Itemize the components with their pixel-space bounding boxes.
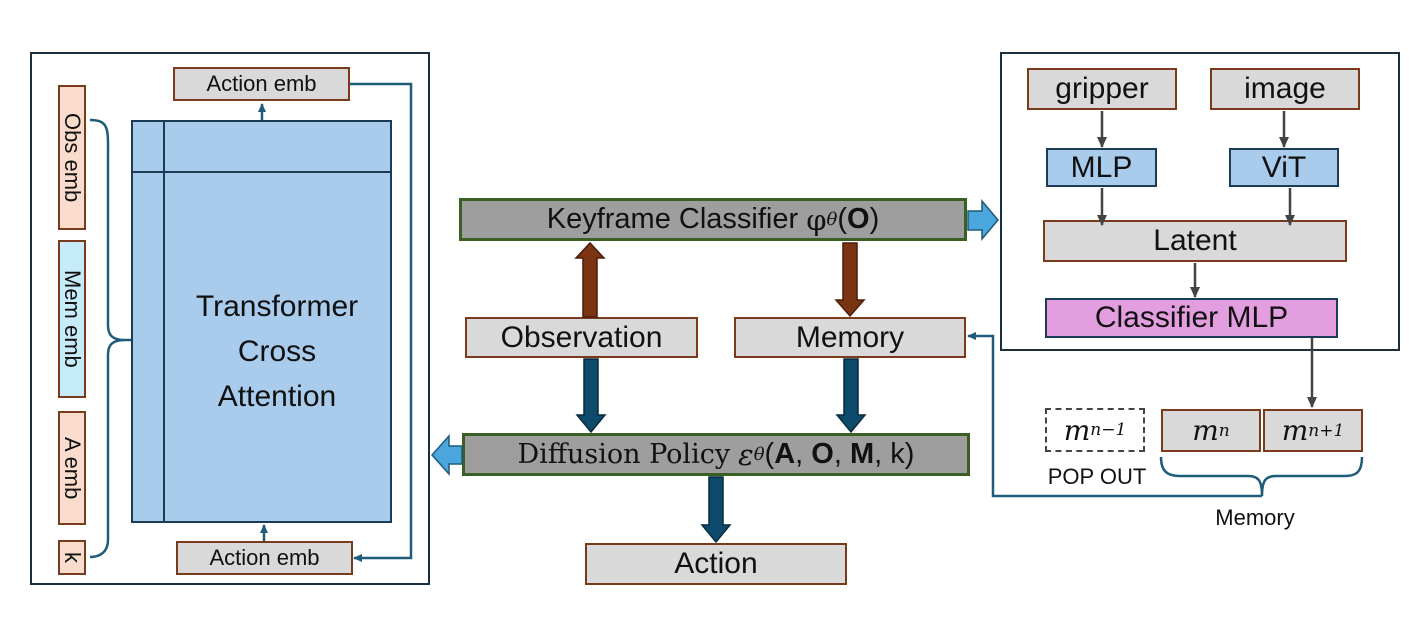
vit-box: ViT bbox=[1229, 148, 1339, 187]
transformer-title-line2: Cross bbox=[237, 335, 317, 368]
diffusion-arg-k: k bbox=[890, 438, 905, 470]
memory-box: Memory bbox=[734, 317, 966, 358]
transformer-cross-attention-block: Transformer Cross Attention bbox=[131, 120, 392, 523]
keyframe-theta-sub: θ bbox=[826, 209, 838, 230]
obs-emb-box: Obs emb bbox=[58, 85, 86, 230]
obs-emb-label: Obs emb bbox=[60, 112, 85, 203]
classifier-to-panel-arrow bbox=[967, 198, 999, 242]
transformer-title: Transformer Cross Attention bbox=[163, 284, 391, 419]
observation-box: Observation bbox=[465, 317, 698, 358]
memory-to-diffusion-arrow bbox=[835, 358, 867, 434]
classifier-mlp-label: Classifier MLP bbox=[1094, 301, 1289, 334]
gripper-box: gripper bbox=[1027, 68, 1177, 110]
mlp-label: MLP bbox=[1070, 150, 1133, 184]
action-emb-top: Action emb bbox=[173, 67, 350, 101]
mem-emb-label: Mem emb bbox=[60, 270, 85, 368]
diffusion-arg-m: M bbox=[849, 438, 875, 470]
latent-label: Latent bbox=[1153, 224, 1237, 257]
memory-slot-current-base: m bbox=[1192, 414, 1219, 447]
image-label: image bbox=[1244, 72, 1326, 105]
memory-slot-popped-base: m bbox=[1063, 413, 1091, 447]
gripper-label: gripper bbox=[1055, 72, 1149, 105]
a-emb-label: A emb bbox=[60, 436, 85, 500]
memory-slot-popped-sub: n−1 bbox=[1090, 420, 1127, 440]
observation-to-diffusion-arrow bbox=[575, 358, 607, 434]
action-emb-bottom-label: Action emb bbox=[209, 545, 320, 570]
observation-label: Observation bbox=[500, 320, 663, 354]
mem-emb-box: Mem emb bbox=[58, 240, 86, 398]
pop-out-label: POP OUT bbox=[1047, 464, 1147, 489]
diffusion-theta-sub: θ bbox=[753, 444, 765, 465]
action-emb-bottom: Action emb bbox=[176, 541, 353, 575]
transformer-title-line1: Transformer bbox=[195, 290, 359, 323]
diffusion-to-action-arrow bbox=[700, 476, 732, 544]
memory-slot-current-sub: n bbox=[1218, 420, 1230, 441]
memory-slot-next-base: m bbox=[1281, 414, 1309, 447]
k-box: k bbox=[58, 540, 86, 575]
diffusion-arg-o: O bbox=[811, 438, 834, 470]
action-label: Action bbox=[674, 547, 758, 580]
keyframe-classifier-label: Keyframe Classifier bbox=[546, 203, 799, 235]
diffusion-epsilon-symbol: ε bbox=[738, 437, 754, 472]
classifier-to-memory-arrow bbox=[834, 242, 866, 318]
latent-box: Latent bbox=[1043, 220, 1347, 262]
mlp-box: MLP bbox=[1046, 148, 1157, 187]
memory-slot-next-sub: n+1 bbox=[1308, 420, 1345, 441]
vit-label: ViT bbox=[1261, 150, 1307, 184]
diffusion-policy-label: Diffusion Policy bbox=[517, 439, 731, 470]
diffusion-arg-a: A bbox=[774, 438, 796, 470]
memory-queue-bracket bbox=[1159, 456, 1364, 497]
keyframe-phi-symbol: φ bbox=[806, 202, 827, 237]
k-label: k bbox=[60, 552, 85, 563]
keyframe-arg-o: O bbox=[847, 203, 870, 235]
observation-to-classifier-arrow bbox=[574, 241, 606, 318]
classifier-mlp-box: Classifier MLP bbox=[1045, 298, 1338, 338]
action-emb-top-label: Action emb bbox=[206, 71, 317, 96]
memory-queue-label: Memory bbox=[1215, 505, 1295, 530]
transformer-grid-horizontal bbox=[133, 171, 390, 173]
transformer-grid-vertical bbox=[163, 122, 165, 521]
diffusion-to-transformer-panel-arrow bbox=[430, 434, 463, 476]
action-box: Action bbox=[585, 543, 847, 585]
memory-label: Memory bbox=[795, 320, 905, 354]
transformer-title-line3: Attention bbox=[217, 380, 337, 413]
transformer-panel bbox=[30, 52, 430, 585]
a-emb-box: A emb bbox=[58, 411, 86, 525]
image-box: image bbox=[1210, 68, 1360, 110]
